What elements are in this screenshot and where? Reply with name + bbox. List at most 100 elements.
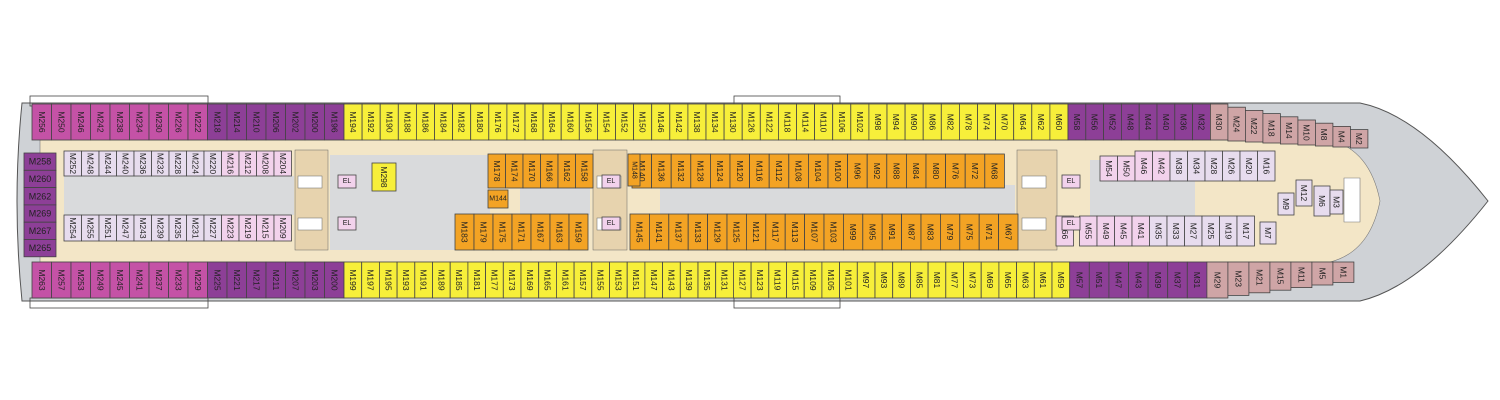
cabin-m172[interactable]: M172: [506, 103, 526, 141]
cabin-m70[interactable]: M70: [995, 103, 1015, 141]
cabin-m191[interactable]: M191: [414, 261, 433, 299]
cabin-m108[interactable]: M108: [788, 153, 809, 189]
cabin-m150[interactable]: M150: [633, 103, 653, 141]
cabin-m81[interactable]: M81: [927, 261, 947, 299]
cabin-m109[interactable]: M109: [803, 261, 823, 299]
cabin-m68[interactable]: M68: [984, 153, 1005, 189]
cabin-m105[interactable]: M105: [821, 261, 841, 299]
cabin-m243[interactable]: M243: [133, 214, 152, 242]
cabin-m246[interactable]: M246: [70, 103, 91, 141]
cabin-m196[interactable]: M196: [324, 103, 345, 141]
cabin-m221[interactable]: M221: [226, 261, 247, 299]
cabin-m95[interactable]: M95: [862, 213, 883, 251]
cabin-m124[interactable]: M124: [710, 153, 731, 189]
cabin-m67[interactable]: M67: [998, 213, 1019, 251]
cabin-m197[interactable]: M197: [361, 261, 380, 299]
cabin-m2[interactable]: M2: [1350, 129, 1369, 149]
cabin-m226[interactable]: M226: [168, 103, 189, 141]
cabin-m225[interactable]: M225: [207, 261, 228, 299]
cabin-m223[interactable]: M223: [221, 214, 240, 242]
cabin-m23[interactable]: M23: [1227, 261, 1250, 296]
cabin-m72[interactable]: M72: [964, 153, 986, 189]
cabin-m96[interactable]: M96: [847, 153, 868, 189]
cabin-m176[interactable]: M176: [488, 103, 508, 141]
cabin-m169[interactable]: M169: [520, 261, 540, 299]
cabin-m236[interactable]: M236: [133, 150, 152, 177]
cabin-m232[interactable]: M232: [151, 150, 170, 177]
cabin-m178[interactable]: M178: [487, 153, 506, 189]
cabin-m80[interactable]: M80: [925, 153, 947, 189]
cabin-m39[interactable]: M39: [1147, 261, 1169, 299]
cabin-m6[interactable]: M6: [1313, 185, 1331, 217]
cabin-m237[interactable]: M237: [148, 261, 169, 299]
cabin-m134[interactable]: M134: [705, 103, 725, 141]
cabin-m75[interactable]: M75: [959, 213, 980, 251]
cabin-m85[interactable]: M85: [910, 261, 929, 299]
cabin-m184[interactable]: M184: [434, 103, 454, 141]
cabin-m181[interactable]: M181: [467, 261, 486, 299]
cabin-m269[interactable]: M269: [23, 204, 57, 223]
cabin-m90[interactable]: M90: [904, 103, 924, 141]
cabin-m200[interactable]: M200: [324, 261, 345, 299]
cabin-m41[interactable]: M41: [1131, 215, 1150, 247]
cabin-m230[interactable]: M230: [148, 103, 169, 141]
cabin-m104[interactable]: M104: [808, 153, 829, 189]
cabin-m43[interactable]: M43: [1128, 261, 1149, 299]
cabin-m248[interactable]: M248: [81, 150, 100, 177]
cabin-m59[interactable]: M59: [1051, 261, 1071, 299]
cabin-m152[interactable]: M152: [615, 103, 635, 141]
cabin-m138[interactable]: M138: [687, 103, 707, 141]
cabin-m265[interactable]: M265: [23, 239, 57, 258]
cabin-m44[interactable]: M44: [1138, 103, 1158, 141]
cabin-m121[interactable]: M121: [746, 213, 767, 251]
cabin-m195[interactable]: M195: [378, 261, 398, 299]
cabin-m1[interactable]: M1: [1332, 261, 1355, 283]
cabin-m103[interactable]: M103: [823, 213, 844, 251]
cabin-m240[interactable]: M240: [116, 150, 135, 177]
cabin-m19[interactable]: M19: [1219, 215, 1238, 247]
cabin-m34[interactable]: M34: [1187, 150, 1206, 182]
cabin-m4[interactable]: M4: [1332, 126, 1351, 148]
cabin-m182[interactable]: M182: [452, 103, 472, 141]
cabin-m258[interactable]: M258: [23, 152, 57, 171]
cabin-m177[interactable]: M177: [485, 261, 504, 299]
cabin-m203[interactable]: M203: [304, 261, 325, 299]
cabin-m74[interactable]: M74: [977, 103, 997, 141]
cabin-m21[interactable]: M21: [1248, 261, 1271, 294]
cabin-m216[interactable]: M216: [221, 150, 240, 177]
cabin-m146[interactable]: M146: [651, 103, 671, 141]
cabin-m244[interactable]: M244: [98, 150, 117, 177]
cabin-m192[interactable]: M192: [361, 103, 381, 141]
cabin-m60[interactable]: M60: [1049, 103, 1069, 141]
cabin-m79[interactable]: M79: [940, 213, 961, 251]
cabin-m199[interactable]: M199: [343, 261, 363, 299]
cabin-el[interactable]: EL: [601, 216, 621, 231]
cabin-m87[interactable]: M87: [901, 213, 922, 251]
cabin-m114[interactable]: M114: [796, 103, 816, 141]
cabin-m262[interactable]: M262: [23, 187, 57, 206]
cabin-m173[interactable]: M173: [502, 261, 522, 299]
cabin-m15[interactable]: M15: [1269, 261, 1292, 291]
cabin-m147[interactable]: M147: [644, 261, 664, 299]
cabin-m118[interactable]: M118: [778, 103, 797, 141]
cabin-m130[interactable]: M130: [723, 103, 743, 141]
cabin-m128[interactable]: M128: [690, 153, 711, 189]
cabin-m50[interactable]: M50: [1117, 155, 1136, 182]
cabin-el[interactable]: EL: [1061, 174, 1081, 189]
cabin-m214[interactable]: M214: [226, 103, 247, 141]
cabin-m54[interactable]: M54: [1099, 155, 1118, 182]
cabin-m88[interactable]: M88: [886, 153, 907, 189]
cabin-m163[interactable]: M163: [549, 213, 570, 251]
cabin-m219[interactable]: M219: [238, 214, 257, 242]
cabin-m97[interactable]: M97: [856, 261, 876, 299]
cabin-m28[interactable]: M28: [1204, 150, 1223, 182]
cabin-m137[interactable]: M137: [668, 213, 689, 251]
cabin-m212[interactable]: M212: [238, 150, 257, 177]
cabin-m217[interactable]: M217: [246, 261, 267, 299]
cabin-m69[interactable]: M69: [980, 261, 1000, 299]
cabin-m32[interactable]: M32: [1192, 103, 1211, 141]
cabin-m253[interactable]: M253: [70, 261, 91, 299]
cabin-m157[interactable]: M157: [573, 261, 593, 299]
cabin-m235[interactable]: M235: [168, 214, 187, 242]
cabin-m115[interactable]: M115: [786, 261, 805, 299]
